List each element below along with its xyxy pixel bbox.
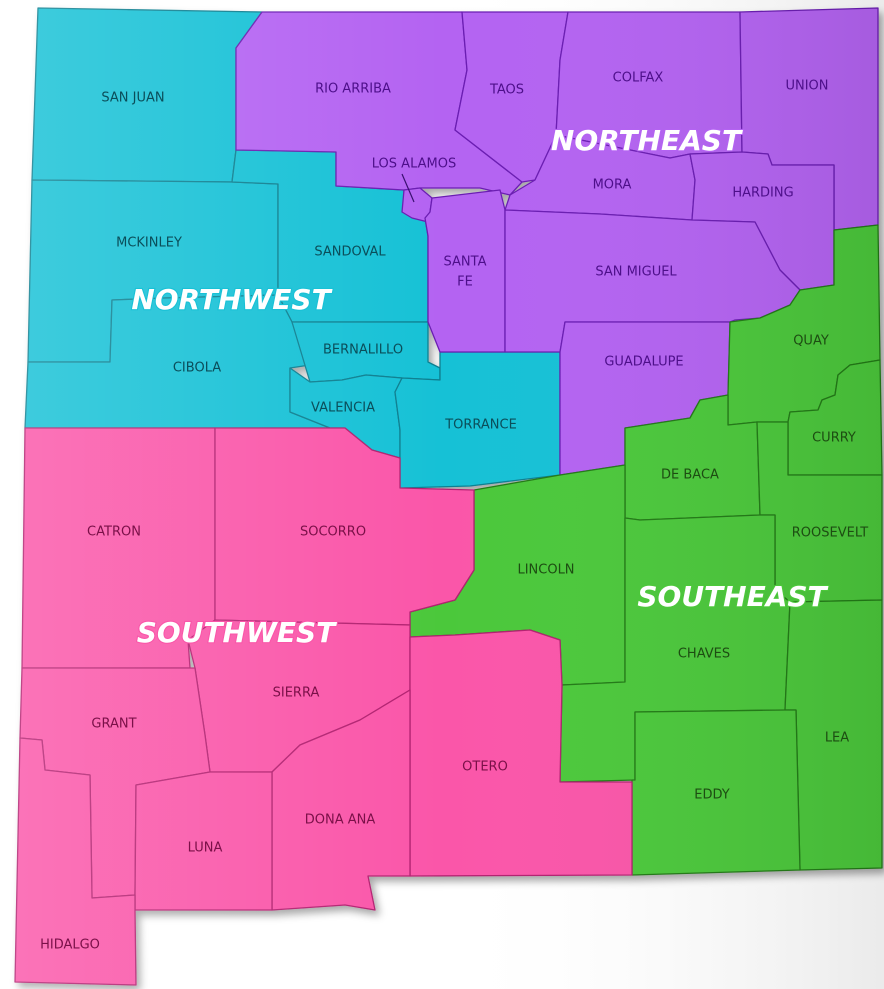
label-valencia: VALENCIA — [311, 401, 375, 416]
label-torrance: TORRANCE — [444, 418, 517, 433]
label-harding: HARDING — [732, 186, 793, 201]
label-los-alamos: LOS ALAMOS — [372, 157, 456, 172]
label-otero: OTERO — [462, 760, 508, 775]
label-sierra: SIERRA — [273, 686, 320, 701]
region-label-northwest: NORTHWEST — [131, 283, 332, 316]
label-quay: QUAY — [793, 334, 829, 349]
label-san-juan: SAN JUAN — [101, 91, 164, 106]
label-guadalupe: GUADALUPE — [604, 355, 683, 370]
county-shapes — [14, 7, 883, 986]
label-santa-fe-line1: SANTA — [444, 255, 487, 270]
label-dona-ana: DONA ANA — [305, 813, 376, 828]
label-lea: LEA — [825, 731, 849, 746]
label-eddy: EDDY — [694, 788, 730, 803]
label-de-baca: DE BACA — [661, 468, 719, 483]
county-santa-fe[interactable] — [424, 189, 506, 353]
region-labels: NORTHWEST NORTHEAST SOUTHEAST SOUTHWEST — [130, 123, 829, 650]
label-luna: LUNA — [188, 841, 223, 856]
label-san-miguel: SAN MIGUEL — [595, 265, 677, 280]
label-rio-arriba: RIO ARRIBA — [315, 82, 391, 97]
label-hidalgo: HIDALGO — [40, 938, 100, 953]
label-mora: MORA — [593, 178, 632, 193]
region-label-southwest: SOUTHWEST — [137, 616, 337, 649]
label-mckinley: MCKINLEY — [116, 236, 182, 251]
label-catron: CATRON — [87, 525, 141, 540]
label-curry: CURRY — [812, 431, 856, 446]
label-santa-fe-line2: FE — [457, 275, 473, 290]
label-sandoval: SANDOVAL — [314, 245, 386, 260]
region-label-northeast: NORTHEAST — [551, 124, 743, 157]
label-lincoln: LINCOLN — [517, 563, 574, 578]
label-colfax: COLFAX — [613, 71, 664, 86]
label-chaves: CHAVES — [678, 647, 730, 662]
label-cibola: CIBOLA — [173, 361, 221, 376]
label-bernalillo: BERNALILLO — [323, 343, 403, 358]
label-union: UNION — [785, 79, 828, 94]
region-label-southeast: SOUTHEAST — [637, 580, 828, 613]
label-roosevelt: ROOSEVELT — [792, 526, 869, 541]
county-labels: SAN JUAN MCKINLEY SANDOVAL CIBOLA BERNAL… — [40, 71, 868, 953]
label-socorro: SOCORRO — [300, 525, 366, 540]
los-alamos-leader-line — [401, 173, 415, 203]
label-grant: GRANT — [91, 717, 136, 732]
label-taos: TAOS — [489, 83, 524, 98]
